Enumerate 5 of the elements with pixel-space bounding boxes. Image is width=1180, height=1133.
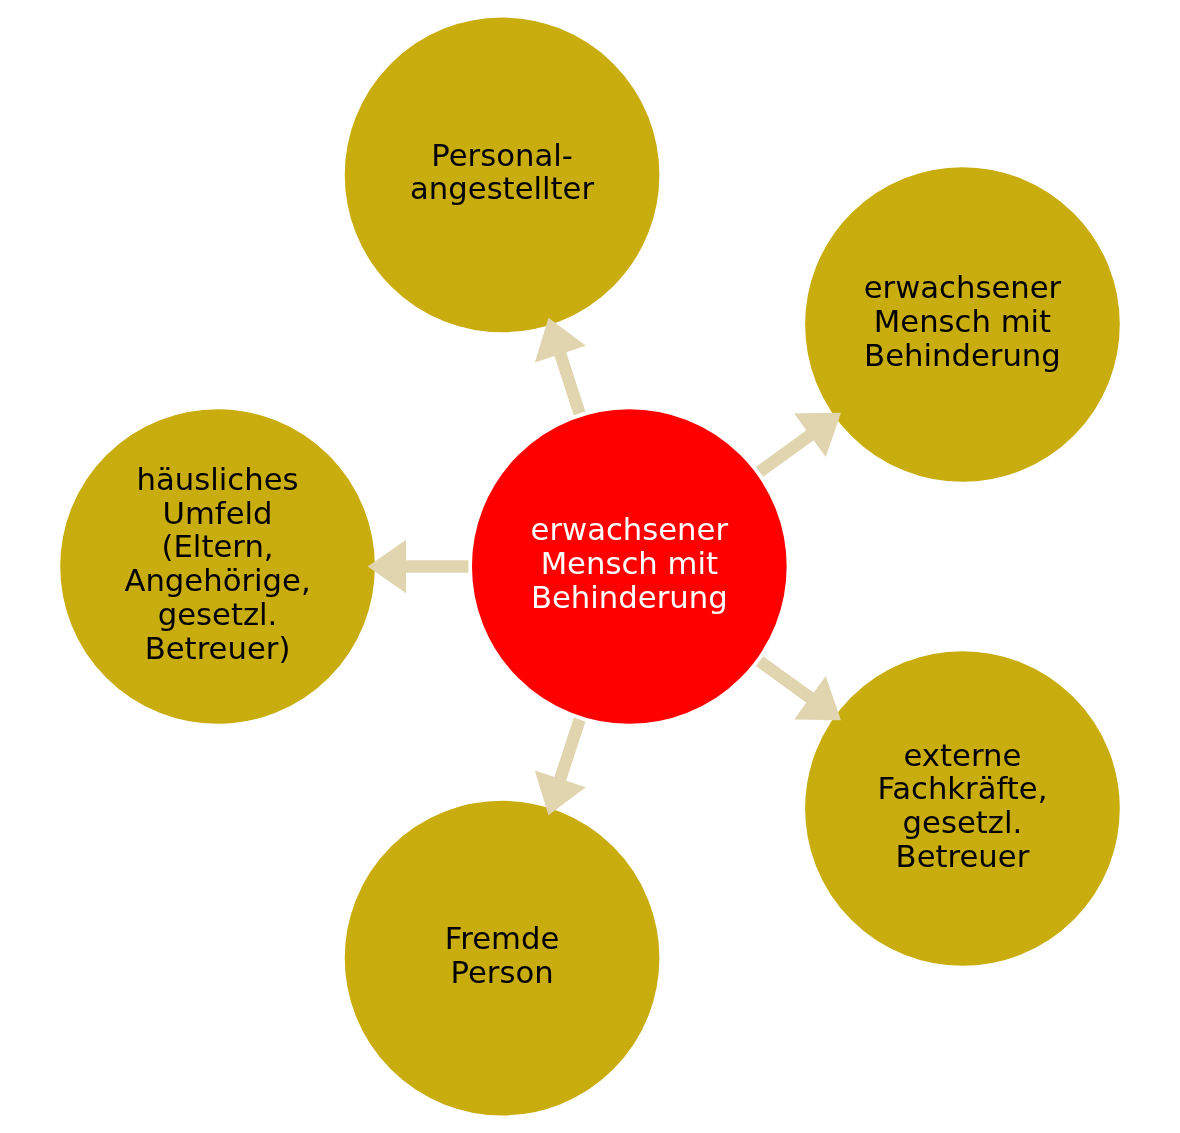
arrow: [755, 656, 841, 721]
arrow: [755, 412, 841, 477]
arrow: [534, 717, 586, 816]
arrow: [367, 539, 469, 594]
arrow: [534, 317, 586, 416]
